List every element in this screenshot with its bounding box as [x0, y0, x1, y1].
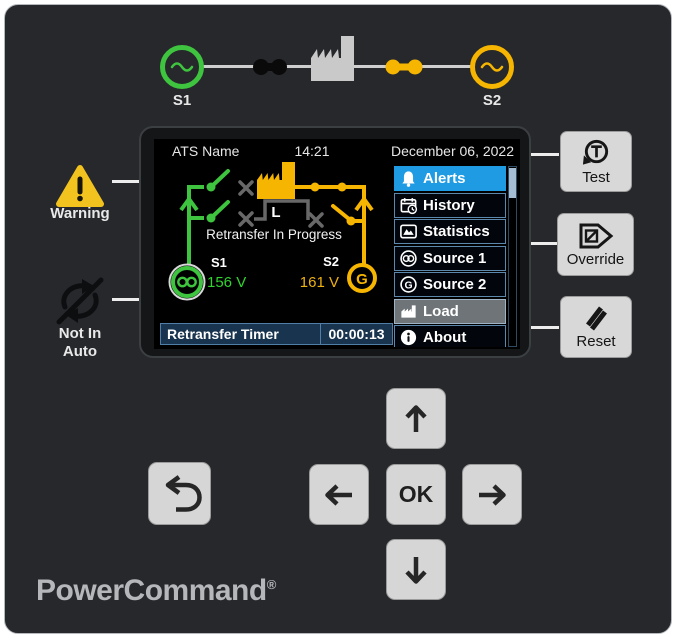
override-connector-line — [531, 242, 559, 245]
not-in-auto-icon — [56, 277, 104, 325]
menu-item-load[interactable]: Load — [394, 298, 506, 324]
back-button[interactable] — [148, 462, 211, 525]
override-button[interactable]: Override — [557, 213, 634, 276]
menu-item-label: About — [423, 329, 467, 346]
history-calendar-icon — [400, 197, 418, 214]
not-in-auto-label-line1: Not In — [58, 325, 102, 342]
menu-scrollbar-thumb[interactable] — [509, 168, 516, 198]
mimic-s1-label: S1 — [211, 255, 227, 270]
menu-item-alerts[interactable]: Alerts — [394, 166, 506, 191]
source1-label: S1 — [172, 92, 192, 109]
menu-item-source1[interactable]: Source 1 — [394, 245, 506, 271]
lcd-screen: ATS Name 14:21 December 06, 2022 L — [154, 139, 520, 349]
open-contact-x-icons — [238, 180, 324, 228]
generator-source-icon: G — [400, 276, 417, 293]
menu-item-label: Load — [423, 302, 459, 320]
bypass-gray-path — [254, 199, 310, 221]
source2-symbol-icon — [470, 45, 514, 89]
info-icon — [400, 329, 417, 346]
source2-contact-closed-icon — [385, 59, 423, 75]
not-in-auto-label-line2: Auto — [62, 343, 98, 360]
right-arrow-button[interactable] — [462, 464, 522, 525]
generator-letter: G — [356, 271, 368, 288]
ok-button[interactable]: OK — [386, 464, 446, 525]
timer-value: 00:00:13 — [320, 324, 392, 344]
amber-up-arrow-icon — [354, 195, 374, 212]
menu-item-label: Source 1 — [423, 249, 487, 267]
not-in-auto-connector-line — [112, 298, 140, 301]
reset-connector-line — [531, 326, 559, 329]
right-arrow-icon — [479, 483, 506, 506]
sine-wave-icon — [480, 62, 504, 72]
bell-icon — [402, 171, 415, 187]
down-arrow-icon — [405, 556, 427, 584]
timer-status-bar: Retransfer Timer 00:00:13 — [160, 323, 393, 345]
source2-generator-icon — [347, 263, 377, 293]
screen-menu: Alerts History Statistics — [394, 166, 506, 347]
test-button-label: Test — [582, 169, 610, 186]
s2-voltage: 161 V — [300, 274, 339, 291]
test-connector-line — [531, 153, 559, 156]
amber-switch-blade-open — [331, 204, 351, 221]
menu-item-label: Source 2 — [423, 276, 487, 293]
registered-mark: ® — [266, 577, 277, 592]
statistics-chart-icon — [400, 224, 417, 239]
warning-icon — [56, 165, 104, 207]
utility-source-icon — [400, 249, 417, 267]
svg-text:G: G — [404, 280, 412, 291]
ok-button-label: OK — [398, 481, 434, 507]
load-factory-icon — [311, 36, 354, 81]
sine-wave-icon — [170, 62, 194, 72]
load-letter: L — [271, 204, 280, 221]
source1-contact-closed-icon — [253, 59, 287, 75]
reset-button[interactable]: Reset — [560, 296, 632, 358]
source1-utility-icon — [171, 266, 203, 298]
timer-label: Retransfer Timer — [167, 326, 279, 342]
menu-scrollbar[interactable] — [508, 166, 517, 347]
brand-logo: PowerCommand® — [36, 574, 276, 608]
left-arrow-icon — [325, 483, 352, 506]
menu-item-label: Statistics — [423, 223, 490, 240]
clock-time: 14:21 — [294, 143, 330, 159]
menu-item-source2[interactable]: G Source 2 — [394, 272, 506, 297]
s1-voltage: 156 V — [207, 274, 246, 291]
up-arrow-button[interactable] — [386, 388, 446, 449]
ats-name: ATS Name — [172, 143, 240, 159]
override-button-label: Override — [566, 250, 625, 268]
brand-name: PowerCommand — [36, 574, 267, 607]
menu-item-label: History — [423, 196, 475, 214]
transfer-switch-mimic-diagram: L Retransfer In Progress G S1 156 V S2 1… — [168, 162, 377, 301]
up-arrow-icon — [405, 404, 427, 432]
test-cycle-icon — [582, 139, 608, 165]
source1-symbol-icon — [160, 45, 204, 89]
warning-label: Warning — [50, 205, 110, 222]
back-return-icon — [165, 474, 202, 512]
reset-button-label: Reset — [576, 333, 616, 350]
menu-item-statistics[interactable]: Statistics — [394, 219, 506, 244]
reset-slashes-icon — [586, 306, 607, 331]
menu-item-about[interactable]: About — [394, 325, 506, 347]
override-icon — [579, 223, 613, 248]
green-up-arrow-icon — [179, 195, 199, 212]
mimic-s2-label: S2 — [323, 254, 339, 269]
factory-load-icon — [401, 304, 416, 318]
date: December 06, 2022 — [391, 143, 514, 159]
source2-label: S2 — [482, 92, 502, 109]
transfer-status-text: Retransfer In Progress — [206, 227, 342, 242]
test-button[interactable]: Test — [560, 131, 632, 192]
left-arrow-button[interactable] — [309, 464, 369, 525]
menu-item-label: Alerts — [423, 170, 466, 187]
warning-connector-line — [112, 180, 140, 183]
down-arrow-button[interactable] — [386, 539, 446, 600]
menu-item-history[interactable]: History — [394, 192, 506, 218]
load-factory-icon — [257, 162, 295, 199]
